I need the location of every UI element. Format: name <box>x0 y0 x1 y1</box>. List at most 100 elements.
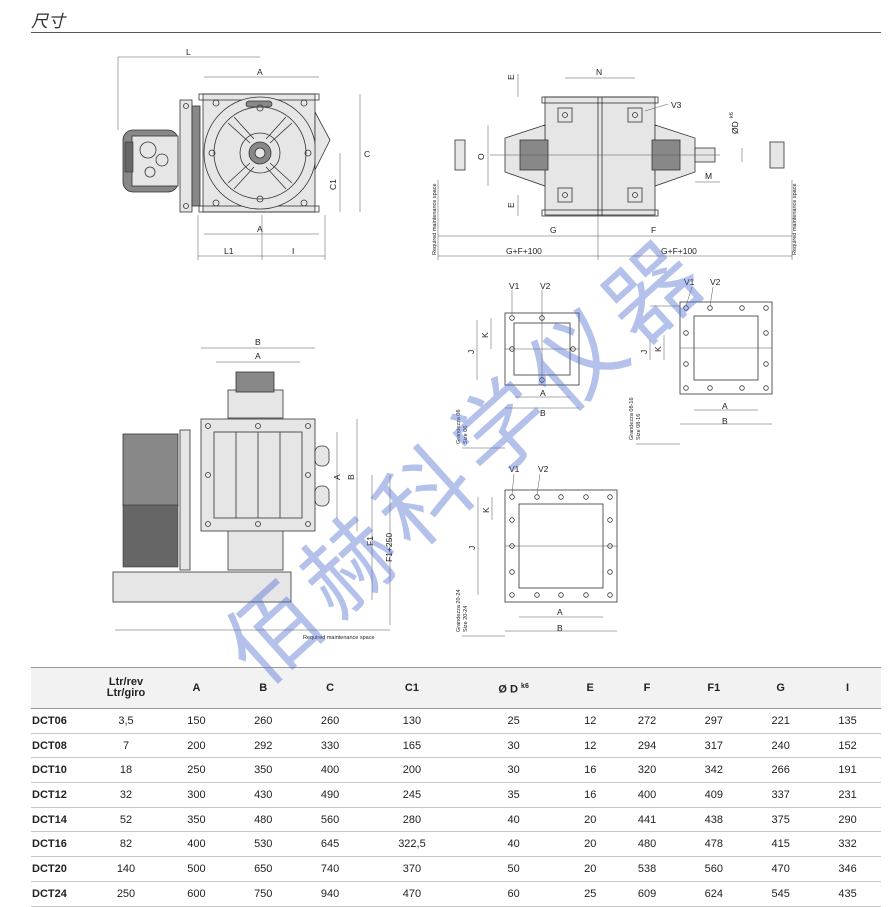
value-cell: 20 <box>566 856 614 882</box>
size-label-en-08-16: Size 08-16 <box>636 414 642 440</box>
dim-O: O <box>476 153 486 160</box>
value-cell: 165 <box>363 733 461 759</box>
value-cell: 200 <box>163 733 230 759</box>
label-V1-size20-24: V1 <box>509 464 520 474</box>
dim-J-size20-24: J <box>467 546 477 550</box>
size-label-it-06: Grandezza 06 <box>456 409 462 444</box>
value-cell: 415 <box>747 831 815 858</box>
value-cell: 12 <box>566 733 614 759</box>
value-cell: 221 <box>747 708 815 734</box>
dim-A-bottom: A <box>257 224 263 234</box>
value-cell: 342 <box>680 757 748 784</box>
value-cell: 240 <box>747 733 815 759</box>
top-view-drawing: B A A B F1 F1+250 Required maintenance s… <box>112 337 394 641</box>
value-cell: 337 <box>747 782 815 808</box>
model-cell: DCT16 <box>31 831 89 858</box>
value-cell: 330 <box>296 733 364 759</box>
flange-size-20-24-drawing: V1 V2 K J A B Grandezza 20-24 Size 20-24 <box>456 464 618 637</box>
value-cell: 470 <box>747 856 815 882</box>
value-cell: 530 <box>229 831 297 858</box>
value-cell: 260 <box>296 708 364 734</box>
value-cell: 435 <box>814 881 881 907</box>
dim-B-size06: B <box>540 408 546 418</box>
value-cell: 150 <box>163 708 230 734</box>
value-cell: 294 <box>613 733 681 759</box>
value-cell: 545 <box>747 881 815 907</box>
value-cell: 560 <box>680 856 748 882</box>
value-cell: 940 <box>296 881 364 907</box>
col-header-D: Ø D k6 <box>460 667 567 709</box>
value-cell: 317 <box>680 733 748 759</box>
value-cell: 332 <box>814 831 881 858</box>
dim-B-size08-16: B <box>722 416 728 426</box>
size-label-en-06: Size 06 <box>463 426 469 444</box>
flange-size-08-16-drawing: V1 V2 K J A B Grandezza 08-16 Size 08-16 <box>629 277 773 445</box>
value-cell: 409 <box>680 782 748 808</box>
value-cell: 609 <box>613 881 681 907</box>
value-cell: 12 <box>566 708 614 734</box>
value-cell: 490 <box>296 782 364 808</box>
side-view-drawing: L A C C1 A L1 I <box>117 47 370 260</box>
value-cell: 20 <box>566 807 614 833</box>
value-cell: 32 <box>89 782 163 808</box>
value-cell: 40 <box>460 807 567 833</box>
front-view-drawing: N E E V3 O ØD k6 M G F G+F+100 G+F+100 R… <box>432 67 798 260</box>
title-rule <box>31 32 881 33</box>
value-cell: 740 <box>296 856 364 882</box>
dim-A-size06: A <box>540 388 546 398</box>
value-cell: 50 <box>460 856 567 882</box>
value-cell: 16 <box>566 757 614 784</box>
dim-A-size20-24: A <box>557 607 563 617</box>
dim-GF-right: G+F+100 <box>661 246 697 256</box>
value-cell: 30 <box>460 757 567 784</box>
value-cell: 750 <box>229 881 297 907</box>
dim-N: N <box>596 67 602 77</box>
value-cell: 7 <box>89 733 163 759</box>
value-cell: 272 <box>613 708 681 734</box>
dim-J-size08-16: J <box>639 350 649 354</box>
col-header-F1: F1 <box>680 667 748 709</box>
col-header-C: C <box>296 667 364 709</box>
value-cell: 470 <box>363 881 461 907</box>
value-cell: 350 <box>229 757 297 784</box>
value-cell: 400 <box>296 757 364 784</box>
dim-K-size20-24: K <box>481 507 491 513</box>
value-cell: 52 <box>89 807 163 833</box>
maintenance-space-bottom: Required maintenance space <box>303 635 375 641</box>
label-V1-size08-16: V1 <box>684 277 695 287</box>
value-cell: 200 <box>363 757 461 784</box>
dim-B-right: B <box>346 474 356 480</box>
value-cell: 25 <box>460 708 567 734</box>
value-cell: 20 <box>566 831 614 858</box>
dim-L: L <box>186 47 191 57</box>
value-cell: 152 <box>814 733 881 759</box>
label-V1-size06: V1 <box>509 281 520 291</box>
dim-A-right: A <box>332 474 342 480</box>
dim-A-top-view: A <box>255 351 261 361</box>
dim-K-size08-16: K <box>653 346 663 352</box>
value-cell: 320 <box>613 757 681 784</box>
value-cell: 297 <box>680 708 748 734</box>
dim-M: M <box>705 171 712 181</box>
label-V3: V3 <box>671 100 682 110</box>
value-cell: 645 <box>296 831 364 858</box>
model-cell: DCT24 <box>31 881 89 907</box>
col-header-C1: C1 <box>363 667 461 709</box>
technical-drawing: L A C C1 A L1 I <box>112 47 798 641</box>
value-cell: 60 <box>460 881 567 907</box>
value-cell: 16 <box>566 782 614 808</box>
value-cell: 438 <box>680 807 748 833</box>
dim-F: F <box>651 225 656 235</box>
value-cell: 370 <box>363 856 461 882</box>
dim-G: G <box>550 225 557 235</box>
value-cell: 35 <box>460 782 567 808</box>
